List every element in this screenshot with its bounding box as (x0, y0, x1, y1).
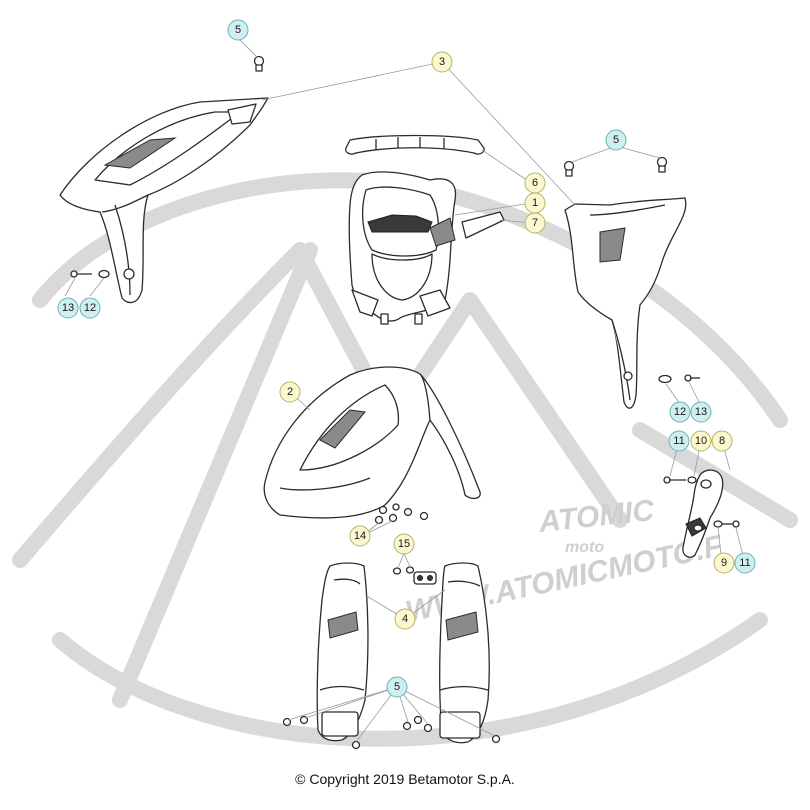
cable-clamp (413, 571, 437, 585)
svg-text:8: 8 (719, 435, 725, 447)
headlight-mask (348, 171, 457, 325)
fork-guard-screws-5 (282, 715, 501, 750)
callout-4: 4 (394, 608, 416, 630)
callout-7: 7 (524, 212, 546, 234)
callout-5-top-left: 5 (227, 19, 249, 41)
callout-14: 14 (349, 525, 371, 547)
svg-text:5: 5 (613, 134, 619, 146)
callout-13-right: 13 (690, 401, 712, 423)
callout-10: 10 (690, 430, 712, 452)
svg-text:15: 15 (398, 538, 410, 550)
callout-9: 9 (713, 552, 735, 574)
headlight-side-part (461, 211, 505, 239)
svg-text:6: 6 (532, 177, 538, 189)
fork-guard-left (316, 562, 369, 742)
bolt-washer-13-12-left (70, 269, 110, 279)
callout-1: 1 (524, 192, 546, 214)
fork-guide-bracket (682, 469, 724, 558)
watermark-sub: moto (565, 539, 604, 556)
callout-11-upper: 11 (668, 430, 690, 452)
screws-5-top-right (563, 156, 668, 177)
fork-guard-right (439, 562, 490, 744)
svg-text:5: 5 (394, 681, 400, 693)
callout-8: 8 (711, 430, 733, 452)
callout-3: 3 (431, 51, 453, 73)
svg-text:5: 5 (235, 24, 241, 36)
callout-11-lower: 11 (734, 552, 756, 574)
callout-12-right: 12 (669, 401, 691, 423)
svg-text:13: 13 (62, 302, 74, 314)
copyright-notice: © Copyright 2019 Betamotor S.p.A. (295, 771, 515, 787)
svg-text:12: 12 (84, 302, 96, 314)
headlight-strap (344, 134, 485, 155)
clips-15 (392, 566, 415, 575)
svg-text:4: 4 (402, 613, 408, 625)
watermark-brand: ATOMIC (536, 494, 657, 539)
callouts: 5 3 5 6 1 7 13 12 (57, 19, 756, 698)
right-radiator-shroud (564, 197, 687, 409)
callout-5-top-right: 5 (605, 129, 627, 151)
svg-text:13: 13 (695, 406, 707, 418)
left-radiator-shroud (59, 97, 269, 304)
svg-text:12: 12 (674, 406, 686, 418)
fender-screws-14 (374, 503, 429, 525)
bolt-washer-12-13-right (658, 374, 700, 384)
callout-2: 2 (279, 381, 301, 403)
callout-5-bottom: 5 (386, 676, 408, 698)
svg-text:2: 2 (287, 386, 293, 398)
svg-text:7: 7 (532, 217, 538, 229)
screw-5-top-left (253, 55, 265, 72)
callout-6: 6 (524, 172, 546, 194)
bolt-9-11-lower (713, 520, 740, 528)
callout-12-left: 12 (79, 297, 101, 319)
svg-text:14: 14 (354, 530, 366, 542)
svg-text:10: 10 (695, 435, 707, 447)
bolt-11-10-upper (663, 476, 697, 484)
callout-13-left: 13 (57, 297, 79, 319)
callout-15: 15 (393, 533, 415, 555)
svg-text:1: 1 (532, 197, 538, 209)
svg-text:11: 11 (673, 435, 684, 447)
svg-text:9: 9 (721, 557, 727, 569)
svg-text:11: 11 (739, 557, 750, 569)
front-fender (263, 366, 481, 519)
svg-text:3: 3 (439, 56, 445, 68)
